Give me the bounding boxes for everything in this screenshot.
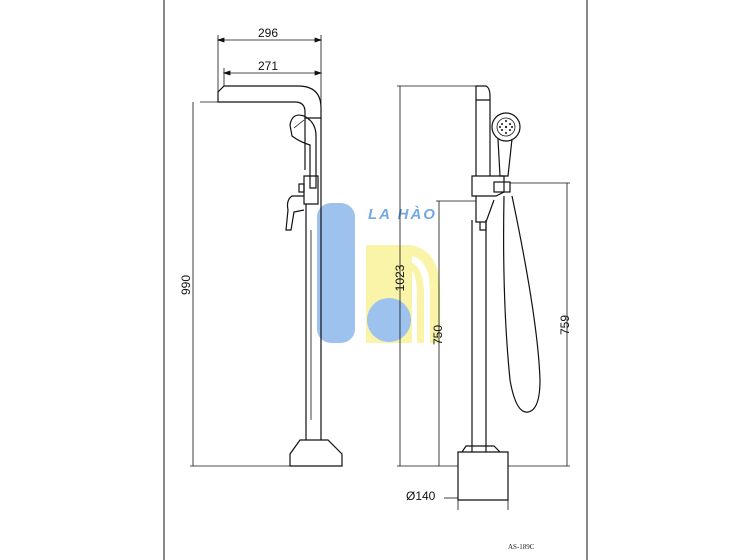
side-dimensions bbox=[397, 85, 570, 510]
front-base bbox=[289, 439, 343, 467]
dim-spout-inner: 271 bbox=[258, 59, 278, 73]
dim-spout-outer: 296 bbox=[258, 26, 278, 40]
dim-holder-height: 759 bbox=[558, 315, 572, 335]
watermark-blue-dot bbox=[367, 298, 411, 342]
side-shower-handle bbox=[497, 138, 513, 177]
side-base bbox=[457, 451, 509, 501]
side-spout-cap bbox=[475, 85, 491, 101]
front-spout bbox=[217, 85, 322, 119]
front-lever-handle bbox=[285, 195, 305, 231]
front-column bbox=[304, 118, 322, 440]
brand-watermark: LA HÀO bbox=[317, 203, 440, 343]
side-hose bbox=[503, 195, 541, 413]
side-lever-handle bbox=[475, 196, 495, 231]
front-hand-shower bbox=[289, 114, 317, 189]
dim-base-diameter: Ø140 bbox=[406, 489, 436, 503]
watermark-brand-text: LA HÀO bbox=[368, 206, 437, 223]
side-column bbox=[475, 100, 491, 176]
side-view bbox=[457, 85, 541, 501]
watermark-yellow-arcs bbox=[410, 245, 440, 343]
shower-face-nozzles bbox=[499, 120, 513, 134]
dim-handle-height: 750 bbox=[431, 325, 445, 345]
watermark-blue-bar bbox=[317, 203, 355, 343]
dim-total-height-front: 990 bbox=[179, 275, 193, 295]
dim-total-height-side: 1023 bbox=[393, 264, 407, 291]
side-mixer-body bbox=[471, 175, 505, 197]
side-shower-head bbox=[491, 112, 521, 142]
front-dimensions bbox=[190, 35, 323, 467]
drawing-frame bbox=[163, 0, 588, 560]
front-view bbox=[217, 85, 343, 467]
front-mixer-body bbox=[303, 175, 319, 205]
model-code: AS-189C bbox=[508, 543, 535, 551]
